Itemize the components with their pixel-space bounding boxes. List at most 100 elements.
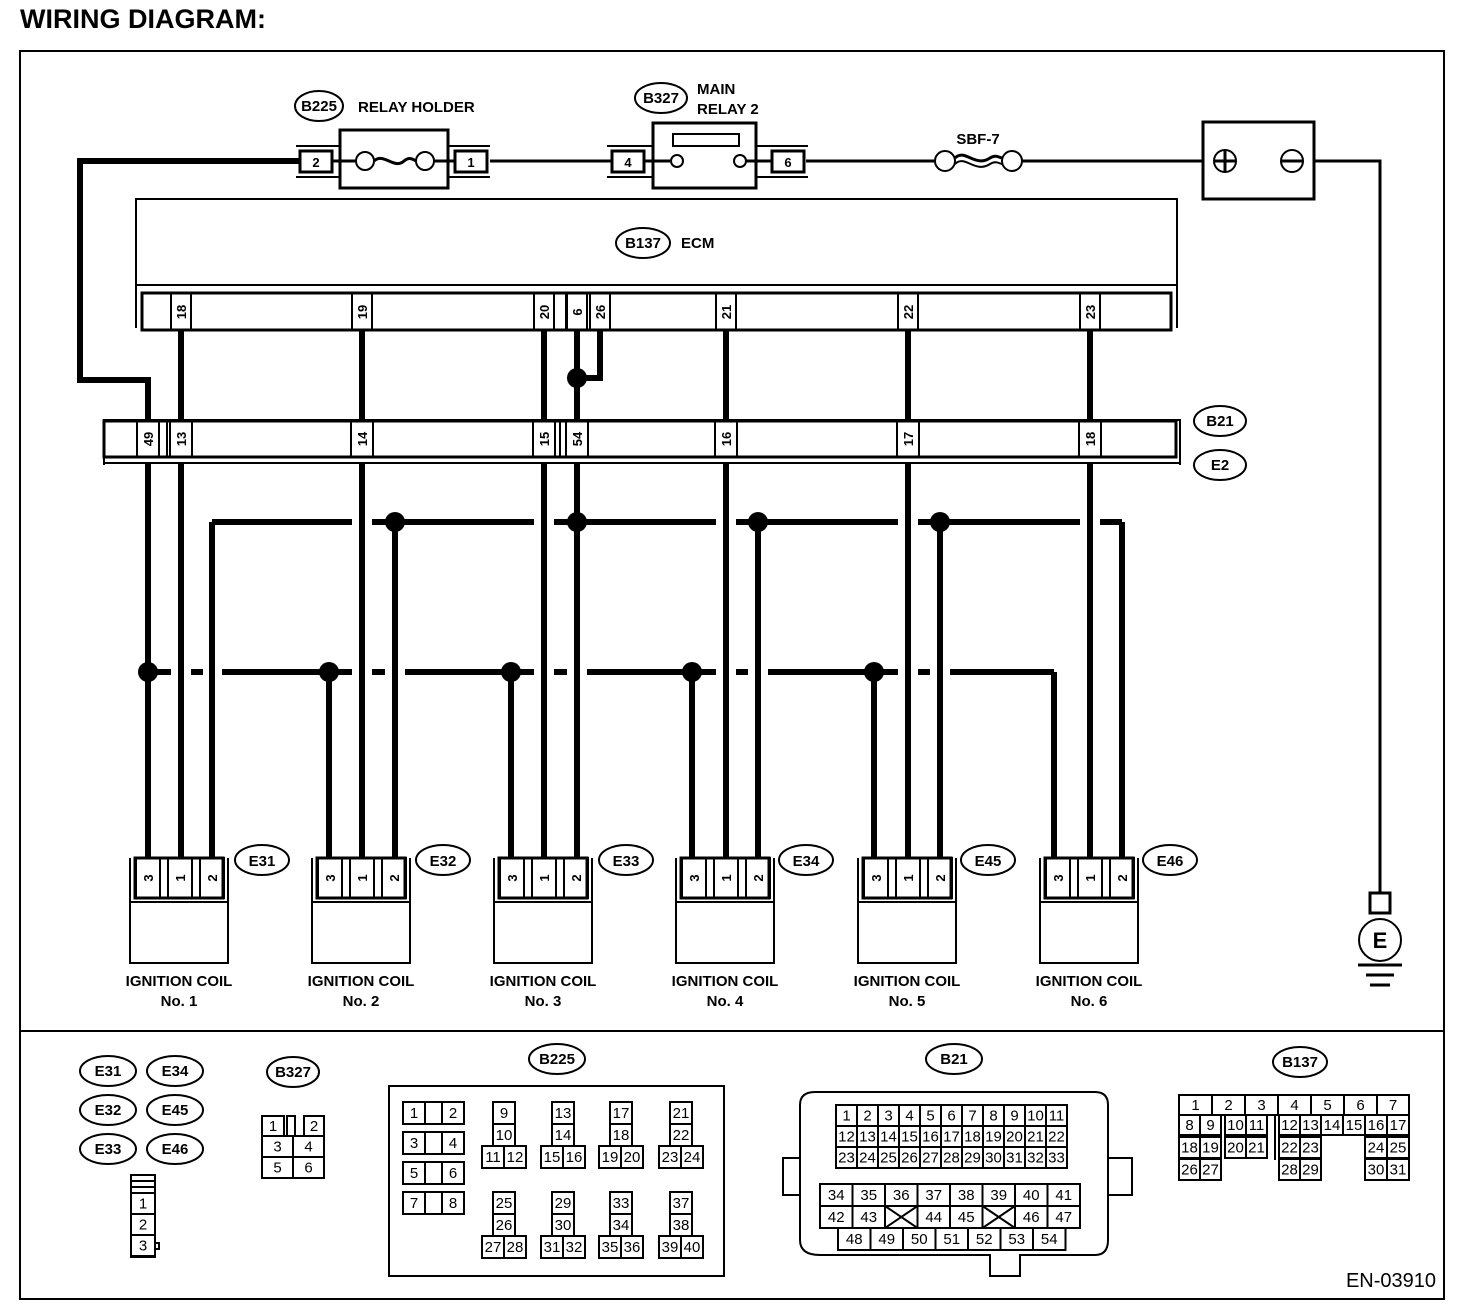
battery[interactable] xyxy=(1201,120,1316,201)
pin-number: 27 xyxy=(485,1239,502,1256)
pin-number: 4 xyxy=(1290,1097,1298,1114)
connector-badge xyxy=(528,1043,586,1075)
ecm-connector-strip xyxy=(140,291,1173,332)
connector-badge xyxy=(79,1133,137,1165)
pin-number: 30 xyxy=(555,1217,572,1234)
pin-cell xyxy=(1032,1227,1067,1251)
pin-number: 17 xyxy=(1390,1117,1407,1134)
pin-number: 25 xyxy=(880,1150,897,1167)
pin-number: 5 xyxy=(273,1160,281,1177)
pin-label: 1 xyxy=(901,874,916,881)
relay-label-line1: MAIN xyxy=(697,81,735,98)
pin-cell xyxy=(424,1191,443,1215)
connector-id: B137 xyxy=(1282,1054,1318,1071)
coil-harness-wires xyxy=(138,463,1125,858)
pin-label: 6 xyxy=(784,155,791,170)
pin-cell xyxy=(1045,1146,1068,1169)
connector-badge xyxy=(234,844,290,876)
pin-number: 7 xyxy=(968,1108,976,1125)
pin-label: 13 xyxy=(174,432,189,446)
pin-number: 2 xyxy=(139,1217,147,1234)
pin-number: 38 xyxy=(673,1217,690,1234)
connector-badge xyxy=(598,844,654,876)
pin-number: 2 xyxy=(1224,1097,1232,1114)
pin-number: 1 xyxy=(410,1105,418,1122)
pin-number: 40 xyxy=(684,1239,701,1256)
pin-number: 17 xyxy=(613,1105,630,1122)
pin-number: 4 xyxy=(905,1108,913,1125)
pin-number: 5 xyxy=(410,1165,418,1182)
pin-number: 15 xyxy=(544,1149,561,1166)
pin-number: 2 xyxy=(449,1105,457,1122)
pin-number: 10 xyxy=(1227,1117,1244,1134)
pin-number: 45 xyxy=(958,1209,975,1226)
pin-box xyxy=(563,857,589,899)
pin-number: 11 xyxy=(485,1149,501,1166)
pin-cell xyxy=(562,1145,586,1169)
pin-cell xyxy=(286,1115,296,1137)
pin-number: 37 xyxy=(925,1187,942,1204)
fuse-element-icon xyxy=(372,156,417,166)
ground-label: E xyxy=(1373,928,1388,953)
pin-number: 12 xyxy=(507,1149,524,1166)
pin-cell xyxy=(292,1156,325,1179)
connector-badge-b225 xyxy=(294,90,344,122)
pin-label: 15 xyxy=(537,432,552,446)
diagram-title: WIRING DIAGRAM: xyxy=(20,4,266,34)
pin-number: 30 xyxy=(985,1150,1002,1167)
main-relay-2[interactable]: B327 MAIN RELAY 2 4 6 xyxy=(607,81,808,190)
coil-body xyxy=(675,858,775,964)
connector-id: B327 xyxy=(275,1064,311,1081)
pin-label: 17 xyxy=(901,432,916,446)
connector-badge xyxy=(146,1055,204,1087)
connector-id: E34 xyxy=(793,853,820,870)
coil-connector xyxy=(861,856,953,900)
connector-id: E31 xyxy=(249,853,276,870)
pin-cell xyxy=(1386,1158,1410,1181)
pin-number: 40 xyxy=(1023,1187,1040,1204)
connector-id: E32 xyxy=(430,853,457,870)
pin-cell xyxy=(1299,1158,1322,1181)
splice-dot-icon xyxy=(930,512,950,532)
pin-cell xyxy=(1245,1114,1268,1136)
pin-number: 35 xyxy=(860,1187,877,1204)
fuse-sbf7[interactable]: SBF-7 xyxy=(934,131,1023,172)
pin-number: 7 xyxy=(1389,1097,1397,1114)
pin-number: 41 xyxy=(1055,1187,1072,1204)
pin-label: 4 xyxy=(624,155,632,170)
pin-number: 46 xyxy=(1023,1209,1040,1226)
ground-point[interactable]: E xyxy=(1358,891,1402,987)
pin-label: 14 xyxy=(355,431,370,446)
fuse-label: SBF-7 xyxy=(956,131,999,148)
pin-label: 3 xyxy=(1051,874,1066,881)
pin-number: 2 xyxy=(863,1108,871,1125)
pin-number: 15 xyxy=(901,1129,918,1146)
pin-box xyxy=(1045,857,1071,899)
pin-number: 21 xyxy=(1248,1140,1265,1157)
pin-number: 42 xyxy=(828,1209,845,1226)
pin-number: 47 xyxy=(1055,1209,1072,1226)
coil-label: IGNITION COIL xyxy=(490,973,597,990)
connector-badge xyxy=(960,844,1016,876)
fuse-element-icon xyxy=(954,160,1003,168)
pin-number: 25 xyxy=(496,1195,513,1212)
pin-number: 6 xyxy=(1356,1097,1364,1114)
pin-number: 10 xyxy=(496,1127,513,1144)
splice-dot-icon xyxy=(748,512,768,532)
pin-number: 27 xyxy=(922,1150,939,1167)
latch-icon xyxy=(1108,1157,1133,1196)
pin-cell xyxy=(424,1101,443,1125)
relay-holder[interactable]: B225 RELAY HOLDER 2 1 xyxy=(294,90,490,190)
pin-number: 13 xyxy=(1302,1117,1319,1134)
pin-box xyxy=(895,857,921,899)
pin-number: 31 xyxy=(1006,1150,1023,1167)
